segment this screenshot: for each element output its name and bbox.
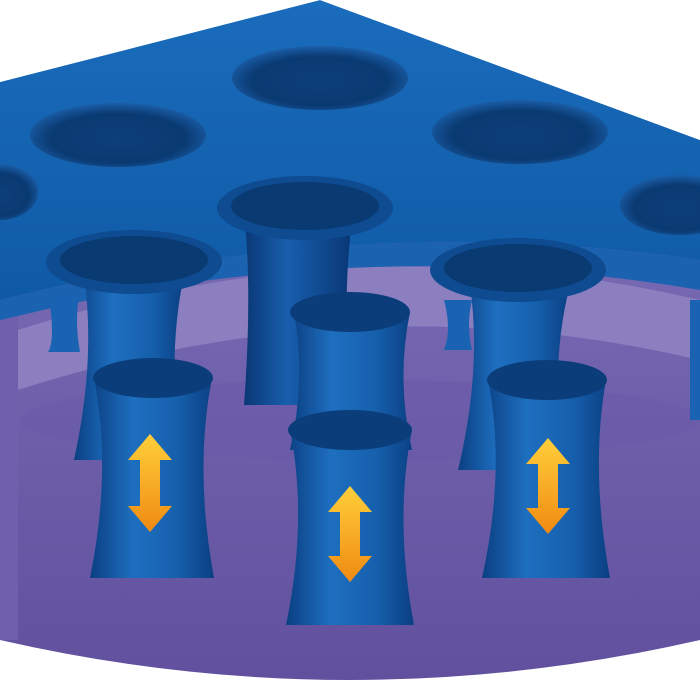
double-arrow-icon: [526, 438, 570, 534]
double-arrow-icon: [328, 486, 372, 582]
pillar-cap-hole: [60, 236, 208, 284]
slab-hole: [30, 103, 206, 167]
pillar-fin: [48, 290, 80, 352]
slab-hole: [432, 100, 608, 164]
pillar-top: [290, 292, 410, 332]
double-arrow-icon: [128, 434, 172, 532]
pillar-cap-hole: [444, 244, 592, 292]
cavity-left-wall: [0, 316, 18, 640]
pillar-top: [93, 358, 213, 398]
slab-hole: [0, 164, 38, 220]
slab-holes: [0, 46, 700, 235]
pillar-fin: [690, 300, 700, 420]
motion-arrows: [128, 434, 570, 582]
pillar-cap-hole: [231, 182, 379, 230]
slab-hole: [620, 175, 700, 235]
pillar-fin: [444, 300, 472, 350]
pillar-top: [288, 410, 412, 450]
pillar-top: [487, 360, 607, 400]
slab-hole: [232, 46, 408, 110]
top-slab: [0, 0, 700, 300]
